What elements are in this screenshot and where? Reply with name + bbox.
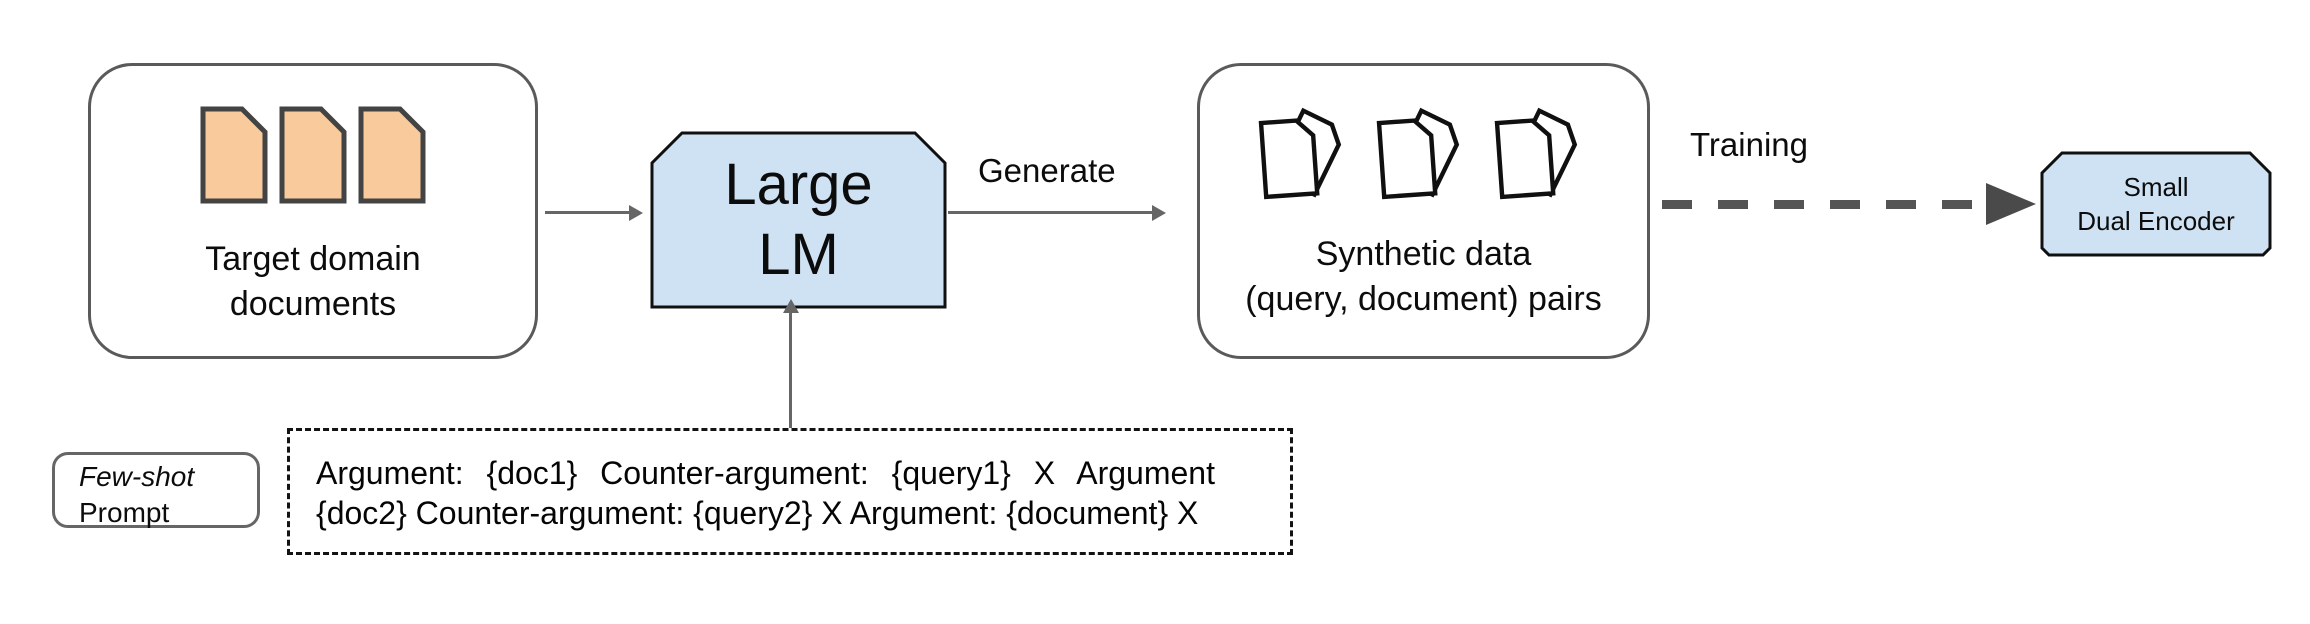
large-lm-label-line2: LM xyxy=(758,222,839,287)
document-pair-icon xyxy=(1494,107,1577,200)
synthetic-data-icon-row xyxy=(1254,100,1594,206)
prompt-text-box: Argument: {doc1} Counter-argument: {quer… xyxy=(287,428,1293,555)
prompt-line-2: {doc2} Counter-argument: {query2} X Argu… xyxy=(316,495,1199,531)
training-label: Training xyxy=(1690,126,1808,163)
large-lm-box xyxy=(650,131,947,309)
training-arrowhead-icon xyxy=(1986,183,2036,225)
few-shot-label-line2: Prompt xyxy=(79,497,170,528)
synthetic-data-box: Synthetic data (query, document) pairs xyxy=(1197,63,1650,359)
large-lm-label: Large LM xyxy=(650,131,947,309)
generate-label: Generate xyxy=(978,152,1116,189)
document-pair-icon xyxy=(1258,107,1341,200)
synthetic-data-label-line2: (query, document) pairs xyxy=(1245,280,1602,318)
target-documents-label: Target domain documents xyxy=(205,237,420,327)
target-documents-box: Target domain documents xyxy=(88,63,538,359)
synthetic-data-label-line1: Synthetic data xyxy=(1315,235,1532,273)
few-shot-prompt-box: Few-shot Prompt xyxy=(52,452,260,528)
prompt-to-lm-arrow xyxy=(789,312,792,428)
small-dual-encoder-label: Small Dual Encoder xyxy=(2040,151,2272,257)
small-dual-encoder-label-line1: Small xyxy=(2123,172,2189,202)
target-documents-label-line1: Target domain xyxy=(205,240,421,278)
prompt-line-1: Argument: {doc1} Counter-argument: {quer… xyxy=(316,455,1215,491)
document-icon xyxy=(358,106,426,204)
document-icon xyxy=(200,106,268,204)
training-dashed-arrow xyxy=(1662,200,1986,209)
target-documents-label-line2: documents xyxy=(229,285,397,323)
flow-arrow-docs-to-lm xyxy=(545,211,630,214)
synthetic-data-label: Synthetic data (query, document) pairs xyxy=(1245,232,1602,322)
target-documents-icon-row xyxy=(200,106,426,204)
small-dual-encoder-label-line2: Dual Encoder xyxy=(2077,206,2235,236)
document-pair-icon xyxy=(1376,107,1459,200)
few-shot-label-line1: Few-shot xyxy=(79,461,195,492)
small-dual-encoder-box xyxy=(2040,151,2272,257)
document-icon xyxy=(279,106,347,204)
large-lm-label-line1: Large xyxy=(724,152,873,217)
flow-arrow-lm-to-synthetic xyxy=(948,211,1153,214)
